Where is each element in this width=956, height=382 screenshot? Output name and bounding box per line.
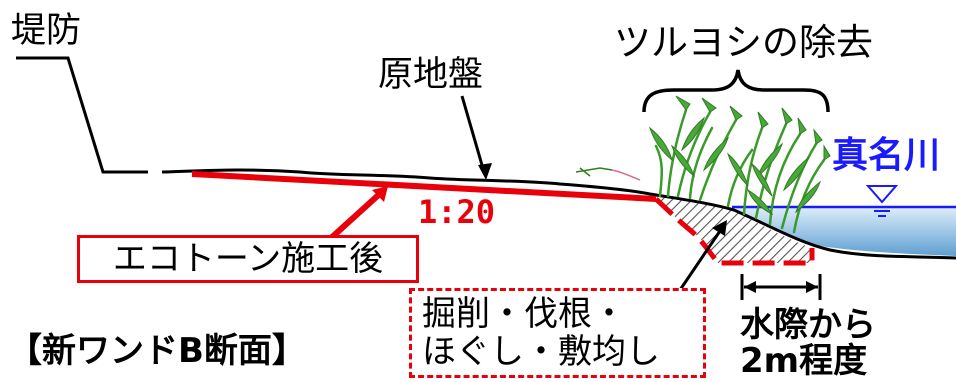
- river-name-label: 真名川: [832, 135, 941, 176]
- ecotone-label: エコトーン施工後: [112, 239, 384, 279]
- slope-ratio-label: 1:20: [418, 193, 496, 231]
- ecotone-slope-line: [191, 171, 657, 202]
- ground-arrow-head: [478, 163, 492, 180]
- distance-label-line1: 水際から: [740, 305, 876, 345]
- levee-label: 堤防: [11, 11, 82, 51]
- river-water: [733, 207, 956, 256]
- excavation-label-box: 掘削・伐根・ ほぐし・敷均し: [409, 288, 706, 379]
- excavation-outline: [654, 197, 815, 266]
- excavation-arrow-head: [712, 220, 727, 236]
- section-title: 【新ワンドB断面】: [8, 331, 306, 371]
- reed-brace: [642, 69, 830, 113]
- distance-label-line2: 2m程度: [740, 341, 868, 381]
- reed-leaves: [648, 95, 831, 216]
- levee-ground-line: [16, 56, 956, 260]
- water-level-symbol: [865, 185, 899, 204]
- reed-removal-label: ツルヨシの除去: [614, 21, 873, 64]
- ecotone-label-box: エコトーン施工後: [77, 235, 419, 283]
- small-sprig: [575, 167, 641, 181]
- reed-plants: [654, 108, 826, 234]
- excavation-area: [656, 197, 812, 263]
- ecotone-arrow-head: [372, 186, 388, 202]
- original-ground-label: 原地盤: [378, 55, 484, 95]
- excavation-label-line2: ほぐし・敷均し: [422, 332, 660, 373]
- excavation-label-line1: 掘削・伐根・: [422, 294, 626, 334]
